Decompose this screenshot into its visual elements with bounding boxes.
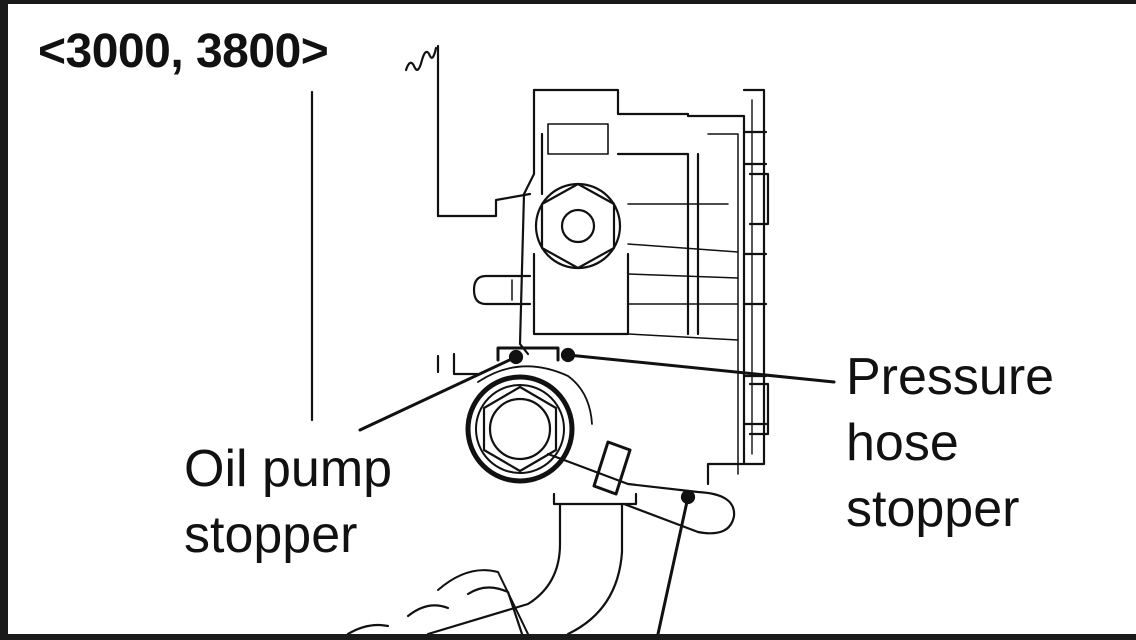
oil-pump-stopper-label: Oil pump stopper [184,436,392,568]
pressure-hose-stopper-label-line-2: hose [846,414,959,472]
upper-bolt-washer [534,182,622,270]
lower-hose [552,492,638,506]
stopper-bracket [496,346,560,362]
leader-hose [656,495,690,634]
oil-pump-stopper-label-line-2: stopper [184,506,358,564]
pressure-hose-stopper-label-line-1: Pressure [846,348,1055,406]
leader-oil-pump [358,355,518,432]
union-outer-ring [465,374,575,484]
side-nipple [472,274,532,306]
pressure-hose-stopper-label: Pressure hose stopper [846,344,1054,542]
upper-bolt-center [560,208,596,244]
pump-flange [742,88,766,466]
leader-pressure-hose [566,353,836,384]
diagram-frame: <3000, 3800> Oil pump stopper Pressure h… [8,4,1136,634]
break-mark-icon [404,46,438,72]
upper-bolt-hex [540,182,616,270]
oil-pump-stopper-label-line-1: Oil pump [184,440,393,498]
pressure-hose-pipe [546,452,736,535]
pump-body-outline [532,88,746,486]
model-title: <3000, 3800> [38,25,329,78]
pressure-hose-stopper-label-line-3: stopper [846,480,1020,538]
oil-pump-illustration [310,44,836,634]
union-hex [482,385,558,473]
